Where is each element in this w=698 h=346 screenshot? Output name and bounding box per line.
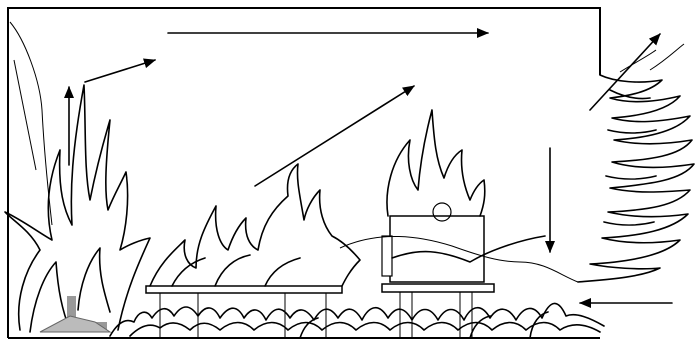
chair-box [389, 215, 485, 283]
fire-source-pool [39, 315, 112, 333]
plume-inner-curls [603, 89, 657, 226]
floor-flame-tongues [299, 311, 549, 339]
fire-source-post [67, 296, 76, 332]
chair-flame-streak [391, 235, 546, 263]
corner-smoke [9, 21, 53, 226]
corner-flame-inner-2 [77, 247, 111, 313]
plume-outline [577, 74, 695, 283]
chair-arm-left [381, 235, 393, 277]
plume-top-wisps [619, 43, 685, 73]
plume-arrow-right [84, 58, 156, 83]
floor-flame-row [109, 302, 605, 337]
chair-on-table [381, 109, 546, 283]
fire-source [39, 296, 112, 333]
table-right-top [381, 283, 495, 293]
corner-flame-outline [4, 84, 151, 331]
chair-flames [386, 109, 486, 217]
corner-fire-flames [4, 84, 151, 333]
corner-smoke-line [9, 21, 53, 226]
corner-smoke-line-2 [13, 59, 37, 171]
table-right [381, 283, 495, 338]
table-left-flame-tongues [171, 254, 301, 287]
table-left-top [145, 285, 343, 294]
smoke-flow-arrows [64, 28, 673, 308]
floor-flame-row-2 [129, 321, 601, 337]
outflow-arrow [589, 33, 661, 111]
room-wall-line [7, 7, 601, 338]
corner-flame-inner [29, 261, 71, 333]
chair-knob [432, 202, 452, 222]
table-left [145, 163, 361, 338]
room-outline [7, 7, 601, 339]
floor-fire [109, 302, 605, 339]
diagonal-flow-arrow [254, 85, 415, 187]
flame-plume-outside [577, 43, 695, 283]
table-left-flames [149, 163, 361, 287]
smoke-layer-line [339, 235, 579, 283]
